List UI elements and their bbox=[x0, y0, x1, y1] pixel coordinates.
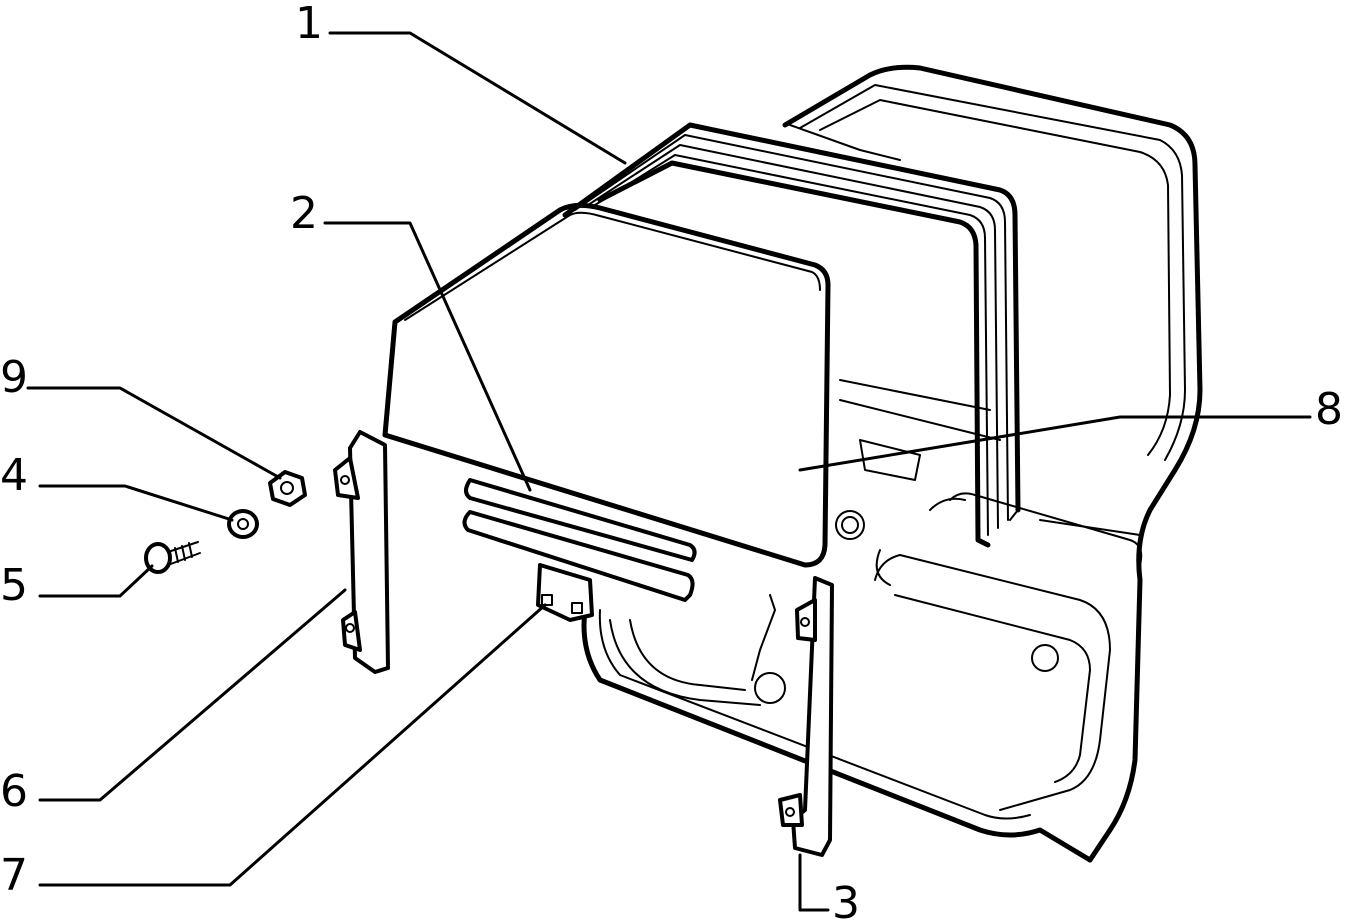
screw bbox=[144, 541, 201, 574]
window-run-channel bbox=[562, 122, 1021, 548]
washer bbox=[227, 509, 259, 539]
lift-channel bbox=[462, 478, 697, 602]
callout-2: 2 bbox=[290, 188, 318, 239]
lift-bracket bbox=[536, 563, 594, 622]
door-shell bbox=[581, 64, 1203, 863]
leader-lines bbox=[26, 31, 1312, 912]
callout-4: 4 bbox=[0, 450, 28, 501]
callout-7: 7 bbox=[0, 850, 28, 901]
callout-5: 5 bbox=[0, 560, 28, 611]
door-window-glass bbox=[382, 202, 831, 568]
callout-1: 1 bbox=[295, 0, 323, 49]
callout-8: 8 bbox=[1315, 384, 1343, 435]
callout-3: 3 bbox=[832, 878, 860, 920]
callout-6: 6 bbox=[0, 766, 28, 817]
nut bbox=[268, 470, 307, 507]
callout-9: 9 bbox=[0, 352, 28, 403]
rear-guide-rail bbox=[333, 430, 390, 674]
front-guide-rail bbox=[778, 576, 834, 857]
